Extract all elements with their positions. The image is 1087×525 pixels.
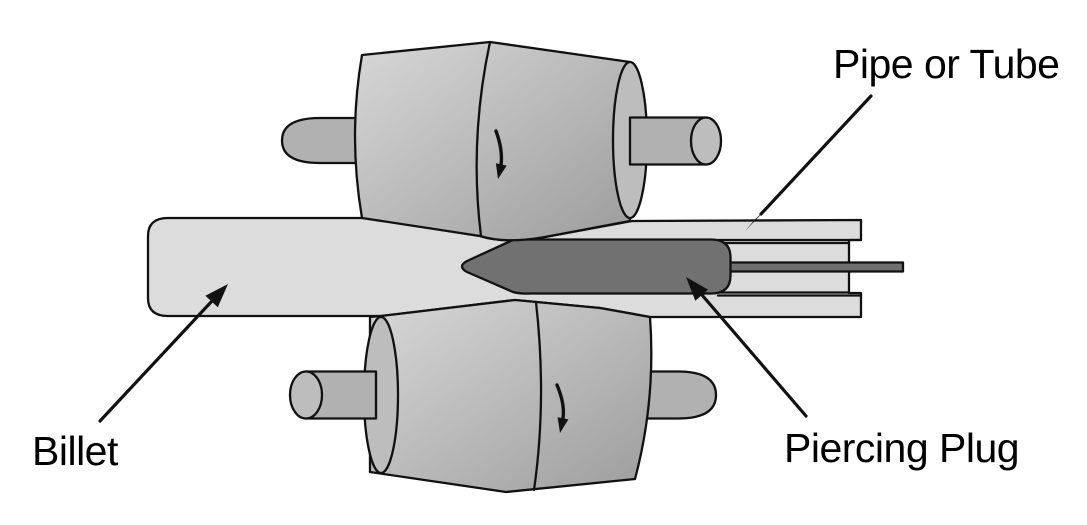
bottom-roller-body: [368, 298, 653, 494]
pointer-line-pipe-or-tube: [759, 94, 873, 216]
label-piercing-plug: Piercing Plug: [784, 425, 1019, 471]
pointer-line-piercing-plug: [700, 293, 808, 418]
pipe-wall-separation-lines: [716, 238, 863, 297]
top-roller-axle-right-cap: [689, 116, 723, 166]
bottom-roller: [288, 298, 718, 494]
label-billet: Billet: [32, 428, 119, 474]
top-roller-body: [353, 40, 632, 242]
bottom-roller-meridian: [532, 300, 543, 492]
label-pipe-or-tube: Pipe or Tube: [833, 41, 1060, 87]
rotation-arrow-top-shaft: [494, 129, 504, 167]
pointer-head-pipe-or-tube-icon: [745, 207, 768, 231]
top-roller-axle-left: [280, 116, 368, 165]
bottom-roller-axle-left-cap: [288, 370, 324, 420]
rotation-arrow-top-icon: [494, 129, 507, 179]
rotation-arrow-bottom-icon: [555, 383, 569, 433]
rotation-arrow-bottom-shaft: [555, 383, 566, 420]
pointer-arrows: [98, 94, 873, 423]
rotation-arrow-top-head: [495, 163, 507, 179]
top-roller: [280, 40, 723, 242]
top-roller-meridian: [475, 40, 492, 238]
rotation-arrow-bottom-head: [557, 417, 569, 433]
drawing-root: Pipe or Tube Billet Piercing Plug: [32, 40, 1060, 494]
pointer-head-piercing-plug-icon: [686, 277, 709, 301]
pointer-head-billet-icon: [205, 284, 228, 308]
pointer-line-billet: [98, 299, 214, 423]
mandrel-rod: [718, 261, 905, 273]
